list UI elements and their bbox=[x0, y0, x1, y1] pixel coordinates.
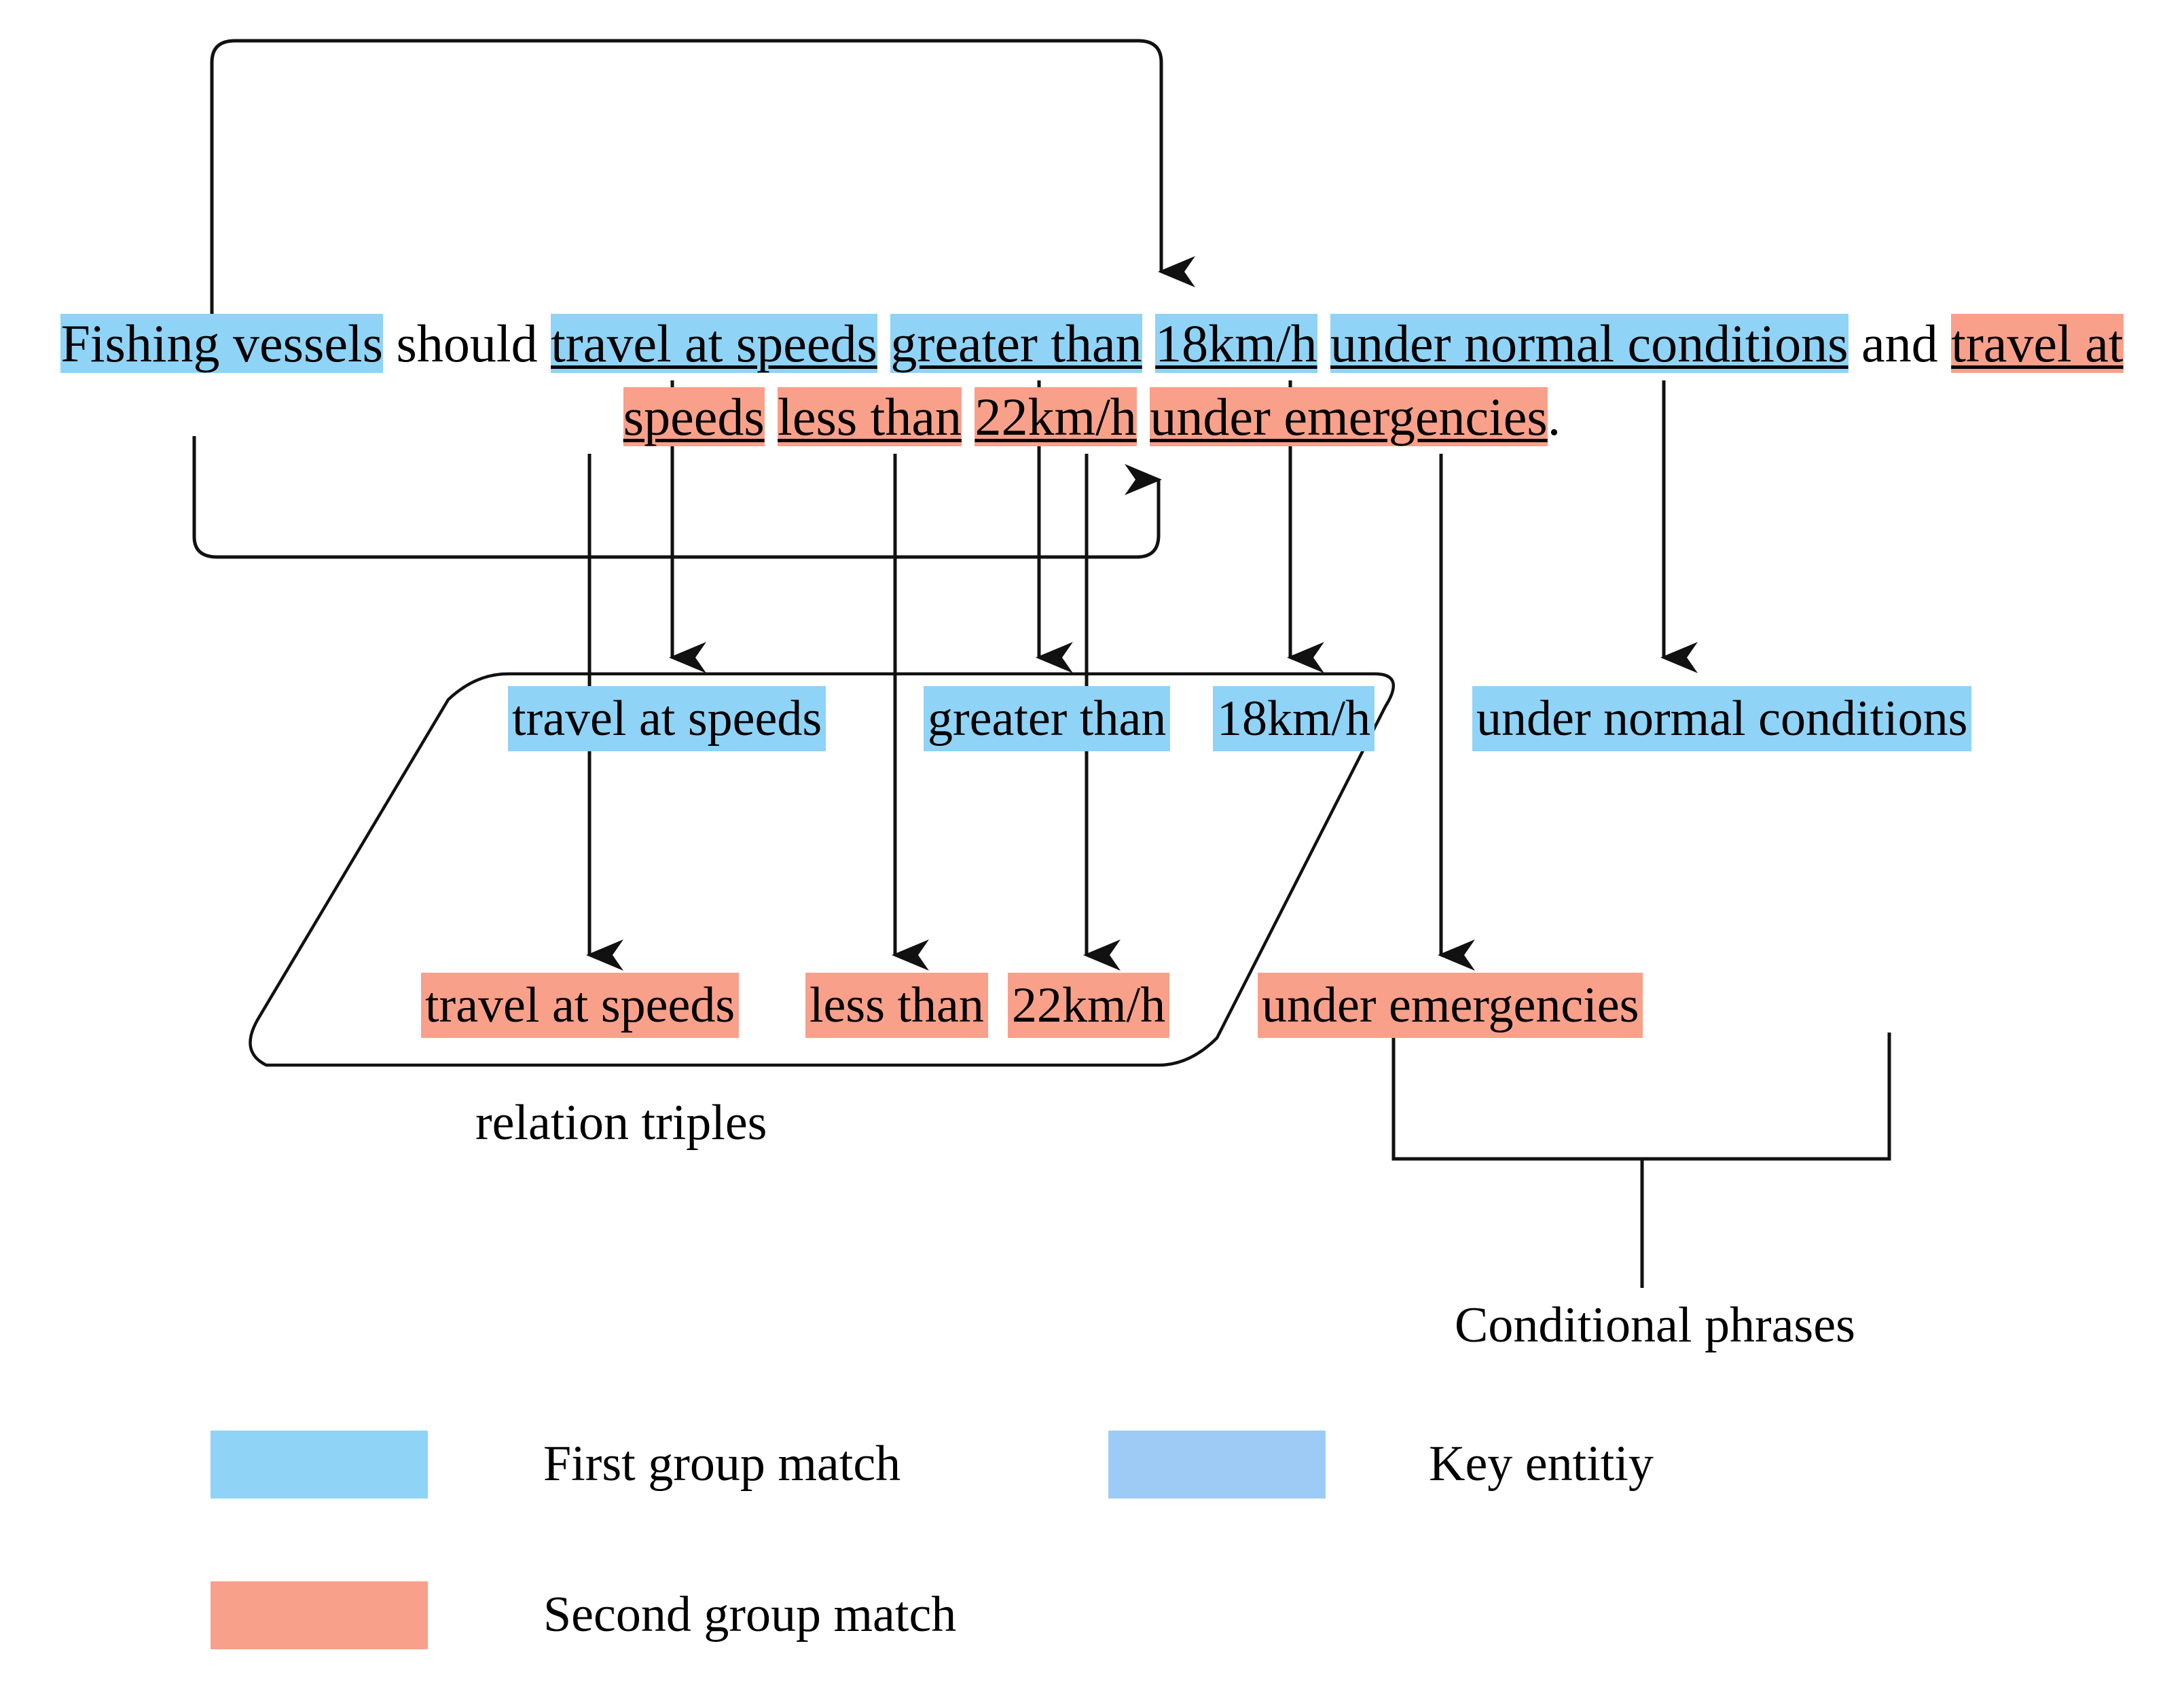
node-under-emergencies-red[interactable]: under emergencies bbox=[1258, 973, 1643, 1038]
sentence-period: . bbox=[1547, 387, 1561, 446]
relation-triples-label: relation triples bbox=[475, 1095, 767, 1151]
wire-key-entity-to-22kmh bbox=[192, 436, 1162, 559]
sentence-gap-5: and bbox=[1848, 314, 1952, 373]
legend-swatch-key-entity bbox=[1108, 1431, 1326, 1498]
sentence-gap-8 bbox=[1137, 387, 1150, 446]
legend-swatch-first-group-match bbox=[211, 1431, 428, 1498]
legend-swatch-second-group-match bbox=[211, 1581, 428, 1649]
wire-key-entity-to-18kmh bbox=[210, 39, 1195, 319]
sentence-span-travel-at-speeds-blue[interactable]: travel at speeds bbox=[551, 314, 877, 373]
sentence-span-under-emergencies[interactable]: under emergencies bbox=[1150, 387, 1548, 446]
legend-label-first-group-match: First group match bbox=[543, 1436, 901, 1492]
legend-label-second-group-match: Second group match bbox=[543, 1587, 957, 1643]
sentence-span-less-than[interactable]: less than bbox=[778, 387, 962, 446]
sentence-gap-2 bbox=[877, 314, 891, 373]
sentence-span-under-normal-conditions[interactable]: under normal conditions bbox=[1330, 314, 1849, 373]
node-22kmh-red[interactable]: 22km/h bbox=[1008, 973, 1170, 1038]
legend-label-key-entity: Key entitiy bbox=[1429, 1436, 1654, 1492]
node-under-normal-conditions-blue[interactable]: under normal conditions bbox=[1472, 686, 1972, 751]
node-travel-at-speeds-blue[interactable]: travel at speeds bbox=[508, 686, 826, 751]
sentence-gap-4 bbox=[1317, 314, 1331, 373]
sentence-span-fishing-vessels[interactable]: Fishing vessels bbox=[60, 314, 384, 373]
node-travel-at-speeds-red[interactable]: travel at speeds bbox=[421, 973, 740, 1038]
node-less-than-red[interactable]: less than bbox=[805, 973, 988, 1038]
sentence-gap-6 bbox=[765, 387, 778, 446]
sentence-span-18kmh[interactable]: 18km/h bbox=[1155, 314, 1317, 373]
conditional-phrases-label: Conditional phrases bbox=[1455, 1297, 1855, 1353]
node-18kmh-blue[interactable]: 18km/h bbox=[1213, 686, 1375, 751]
source-sentence: Fishing vessels should travel at speeds … bbox=[0, 307, 2184, 454]
sentence-gap-1: should bbox=[383, 314, 551, 373]
sentence-gap-7 bbox=[962, 387, 975, 446]
sentence-span-22kmh[interactable]: 22km/h bbox=[975, 387, 1137, 446]
sentence-gap-3 bbox=[1142, 314, 1156, 373]
conditional-phrases-bracket bbox=[1391, 1033, 1891, 1161]
sentence-span-greater-than[interactable]: greater than bbox=[890, 314, 1142, 373]
node-greater-than-blue[interactable]: greater than bbox=[924, 686, 1171, 751]
